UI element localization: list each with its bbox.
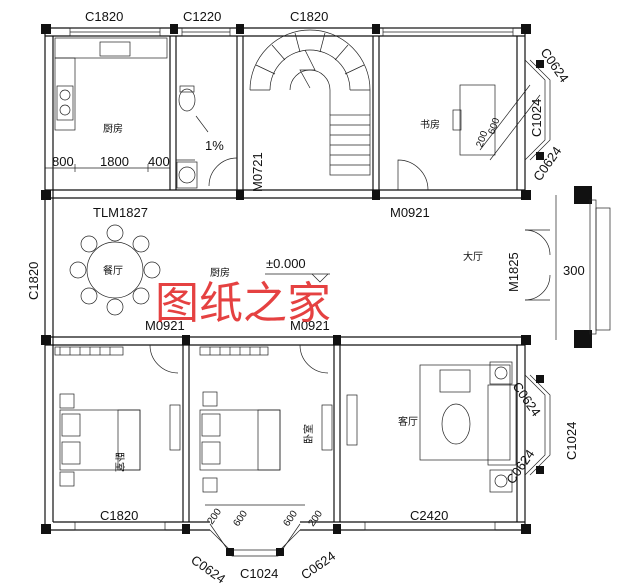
dim-kitchen-2: 1800	[100, 154, 129, 169]
bedroom-mid-furniture	[199, 344, 358, 493]
room-dining: 餐厅	[103, 264, 123, 277]
dim-bottom-1: 200	[205, 506, 224, 526]
window-label-living-mid: C1024	[564, 422, 579, 460]
dim-kitchen-3: 400	[148, 154, 170, 169]
bottom-bay-window	[74, 521, 496, 557]
study-door	[397, 159, 429, 191]
window-label-bottom-left: C1820	[100, 508, 138, 523]
dimension-lines	[45, 164, 305, 506]
bathroom-fixtures	[176, 85, 209, 189]
window-label-top-3: C1820	[290, 9, 328, 24]
room-kitchen: 厨房	[103, 122, 123, 135]
spiral-staircase	[249, 29, 371, 176]
watermark: 图纸之家	[155, 278, 331, 329]
porch-dim-label: 300	[563, 263, 585, 278]
window-label-top-2: C1220	[183, 9, 221, 24]
room-living: 客厅	[398, 415, 418, 428]
dining-table	[69, 224, 161, 316]
window-label-bay-mid: C1024	[240, 566, 278, 581]
window-label-bay-left: C0624	[188, 552, 228, 586]
door-label-tlm1827: TLM1827	[93, 205, 148, 220]
bath-door	[208, 157, 238, 187]
dim-kitchen-1: 800	[52, 154, 74, 169]
window-label-top-1: C1820	[85, 9, 123, 24]
study-dim-2: 600	[486, 116, 502, 136]
window-label-left: C1820	[26, 262, 41, 300]
bedroom-left-furniture	[54, 344, 181, 487]
interior-walls	[45, 36, 525, 522]
room-study: 书房	[420, 118, 440, 131]
elevation-marker	[265, 273, 330, 283]
room-bedroom-left: 卧室	[113, 452, 126, 472]
room-hall: 大厅	[463, 250, 483, 263]
door-label-m0921-left: M0921	[145, 318, 185, 333]
dim-bottom-4: 200	[306, 508, 325, 528]
structural-columns	[41, 24, 592, 534]
kitchen-counter	[54, 37, 168, 131]
window-label-bay-right: C0624	[298, 548, 338, 582]
door-label-m1825: M1825	[506, 252, 521, 292]
dim-bottom-3: 600	[281, 508, 300, 528]
window-label-bottom-right: C2420	[410, 508, 448, 523]
room-bedroom-mid: 卧室	[302, 424, 315, 444]
door-label-m0721: M0721	[250, 152, 265, 192]
window-label-living-bottom: C0624	[503, 447, 537, 487]
study-furniture	[452, 59, 551, 161]
room-kitchen-center: 厨房	[210, 266, 230, 279]
dim-bottom-2: 600	[231, 508, 250, 528]
window-top-row	[69, 27, 514, 37]
slope-label: 1%	[205, 138, 224, 153]
door-label-m0921-study: M0921	[390, 205, 430, 220]
door-label-m0921-mid: M0921	[290, 318, 330, 333]
main-entrance	[524, 195, 611, 340]
living-room-furniture	[419, 361, 551, 493]
window-label-living-top: C0624	[510, 379, 544, 419]
elevation-label: ±0.000	[266, 256, 306, 271]
window-label-study-mid: C1024	[529, 99, 544, 137]
